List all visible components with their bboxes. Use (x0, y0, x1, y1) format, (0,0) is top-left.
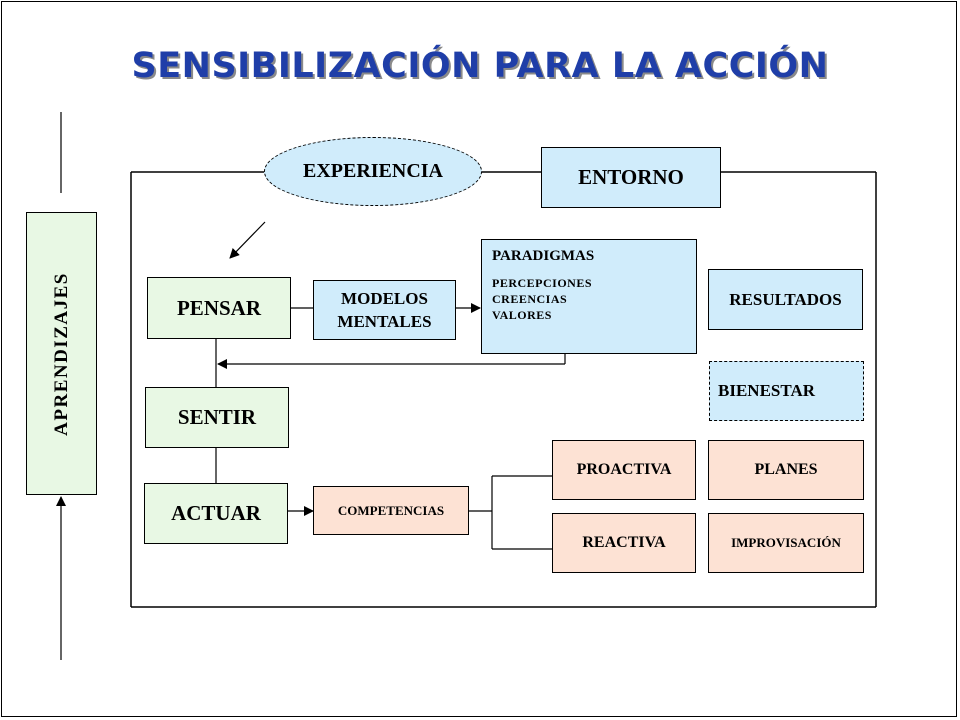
page-title: SENSIBILIZACIÓN PARA LA ACCIÓN (131, 46, 829, 86)
entorno-box: ENTORNO (541, 147, 721, 208)
experiencia-arrow (229, 221, 266, 259)
pensar-label: PENSAR (176, 295, 261, 320)
paradigmas-heading: PARADIGMAS (492, 248, 595, 264)
aprendizajes-label: APRENDIZAJES (50, 271, 72, 436)
actuar-box: ACTUAR (144, 483, 288, 544)
proactiva-box: PROACTIVA (552, 440, 696, 500)
bienestar-label: BIENESTAR (718, 381, 815, 400)
proactiva-label: PROACTIVA (576, 461, 672, 478)
modelos-mentales-box: MODELOS MENTALES (313, 280, 456, 340)
paradigmas-box: PARADIGMAS PERCEPCIONES CREENCIAS VALORE… (481, 239, 697, 354)
paradigmas-item: PERCEPCIONES (492, 276, 593, 290)
paradigmas-item: CREENCIAS (492, 292, 568, 306)
experiencia-label: EXPERIENCIA (302, 160, 444, 182)
competencias-box: COMPETENCIAS (313, 486, 469, 535)
reactiva-box: REACTIVA (552, 513, 696, 573)
competencias-label: COMPETENCIAS (337, 502, 445, 518)
resultados-box: RESULTADOS (708, 269, 863, 330)
sentir-box: SENTIR (145, 387, 289, 448)
resultados-label: RESULTADOS (729, 289, 842, 309)
aprendizajes-box: APRENDIZAJES (26, 212, 97, 495)
improvisacion-label: IMPROVISACIÓN (731, 535, 841, 550)
planes-box: PLANES (708, 440, 864, 500)
pensar-box: PENSAR (147, 277, 291, 339)
experiencia-ellipse: EXPERIENCIA (264, 137, 482, 206)
paradigmas-item: VALORES (492, 308, 552, 322)
improvisacion-box: IMPROVISACIÓN (708, 513, 864, 573)
entorno-label: ENTORNO (578, 165, 684, 189)
planes-label: PLANES (754, 461, 818, 478)
actuar-label: ACTUAR (171, 501, 261, 525)
modelos-mentales-label: MODELOS MENTALES (337, 289, 432, 331)
bienestar-box: BIENESTAR (709, 361, 864, 421)
reactiva-label: REACTIVA (582, 534, 666, 551)
sentir-label: SENTIR (177, 405, 257, 429)
